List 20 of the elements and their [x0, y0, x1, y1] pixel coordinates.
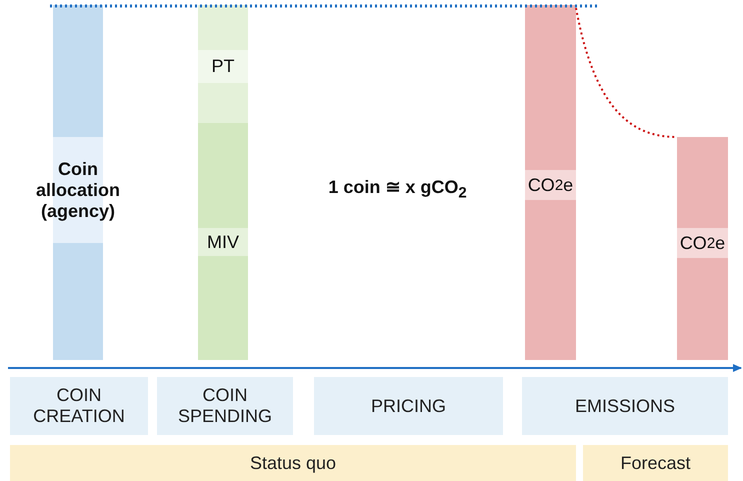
- bar: [677, 137, 728, 360]
- stage-box: [522, 377, 728, 435]
- stage-label: COIN CREATION: [32, 385, 126, 427]
- stage-box: [314, 377, 503, 435]
- stage-label: COIN SPENDING: [176, 385, 274, 427]
- pricing-formula: 1 coin ≅ x gCO$_{2}$: [327, 176, 468, 202]
- stage-box: [10, 377, 148, 435]
- bar: [198, 123, 248, 360]
- stage-box: [157, 377, 293, 435]
- bar: [198, 5, 248, 123]
- bar: [525, 5, 576, 360]
- bar-label: PT: [198, 50, 248, 83]
- stage-label: Status quo: [250, 452, 336, 474]
- stage-label: EMISSIONS: [574, 396, 676, 416]
- bar-label: MIV: [198, 228, 248, 256]
- bar-label: Coin allocation (agency): [34, 158, 121, 223]
- stage-label: PRICING: [370, 396, 446, 416]
- stage-box: [10, 445, 576, 481]
- stage-box: [583, 445, 728, 481]
- stage-label: Forecast: [620, 452, 691, 474]
